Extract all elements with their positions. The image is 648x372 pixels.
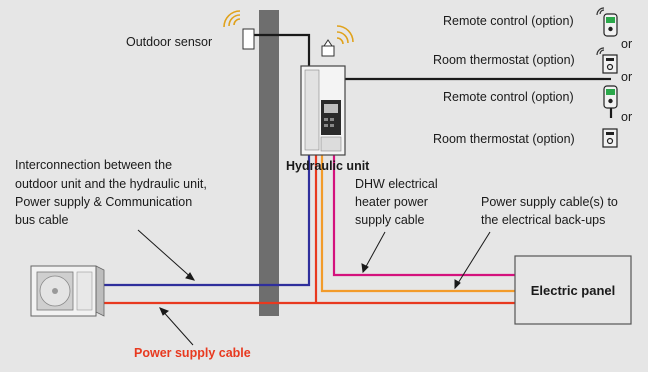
remote-control-label-1: Remote control (option)	[443, 14, 574, 28]
room-thermostat-icon	[602, 54, 618, 74]
interconnection-line-3: Power supply & Communication	[15, 195, 192, 209]
room-thermostat-icon	[602, 128, 618, 148]
dhw-line-1: DHW electrical	[355, 177, 438, 191]
wireless-signal-icon	[336, 25, 354, 45]
communication-cable	[101, 155, 311, 287]
leader-arrows	[137, 229, 491, 346]
hydraulic-unit-icon	[300, 39, 346, 156]
or-label-2: or	[621, 70, 632, 84]
remote-control-label-2: Remote control (option)	[443, 90, 574, 104]
outdoor-sensor-cable	[254, 33, 311, 66]
interconnection-line-4: bus cable	[15, 213, 69, 227]
wireless-signal-icon	[223, 10, 241, 28]
room-thermostat-label-2: Room thermostat (option)	[433, 132, 575, 146]
electric-panel-label: Electric panel	[531, 283, 616, 298]
remote-control-icon	[603, 13, 618, 37]
electric-panel-box	[514, 255, 632, 325]
interconnection-line-2: outdoor unit and the hydraulic unit,	[15, 177, 207, 191]
dhw-line-3: supply cable	[355, 213, 425, 227]
wireless-signal-icon	[596, 7, 605, 16]
or-label-1: or	[621, 37, 632, 51]
hydraulic-unit-label: Hydraulic unit	[286, 159, 370, 173]
cables	[101, 33, 613, 305]
backup-cable	[320, 155, 515, 293]
room-thermostat-label-1: Room thermostat (option)	[433, 53, 575, 67]
interconnection-label: Interconnection between the outdoor unit…	[15, 158, 207, 227]
outdoor-unit-icon	[30, 265, 105, 317]
dhw-heater-label: DHW electrical heater power supply cable	[355, 177, 438, 227]
backup-line-1: Power supply cable(s) to	[481, 195, 618, 209]
power-supply-cable-label: Power supply cable	[134, 346, 251, 360]
backup-cables-label: Power supply cable(s) to the electrical …	[481, 195, 618, 227]
backup-line-2: the electrical back-ups	[481, 213, 605, 227]
dhw-line-2: heater power	[355, 195, 428, 209]
wall	[259, 10, 279, 316]
outdoor-sensor-icon	[242, 28, 255, 50]
remote-control-icon	[603, 85, 618, 109]
wireless-signal-icon	[596, 47, 605, 56]
outdoor-sensor-label: Outdoor sensor	[126, 35, 212, 49]
interconnection-line-1: Interconnection between the	[15, 158, 172, 172]
dhw-heater-cable	[332, 155, 515, 277]
or-label-3: or	[621, 110, 632, 124]
